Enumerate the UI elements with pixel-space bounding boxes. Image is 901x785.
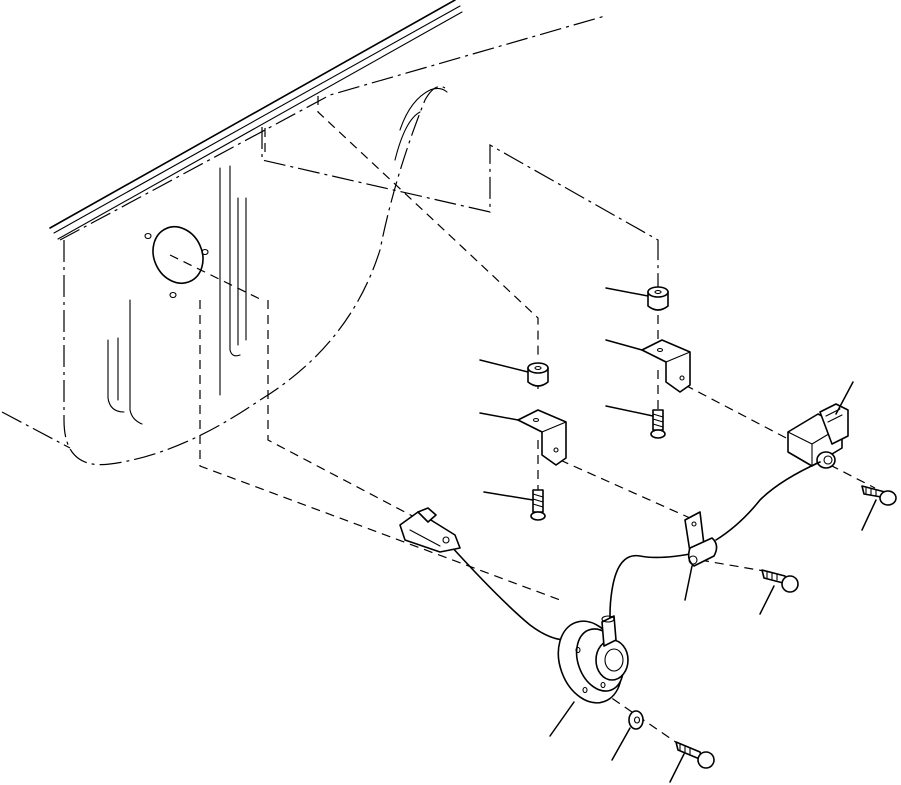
- wire-clip: [684, 511, 718, 567]
- leader-screw-upper: [605, 405, 654, 417]
- leader-bolt-switch: [861, 499, 877, 531]
- washer: [628, 710, 644, 730]
- bracket-lower: [517, 409, 567, 466]
- leader-sensor-flange: [549, 701, 575, 737]
- switch-module: [787, 403, 849, 469]
- screw-lower: [530, 489, 546, 521]
- mounting-panel: [1, 0, 659, 466]
- leader-spacer-lower: [479, 359, 529, 373]
- spacer-lower: [527, 362, 549, 387]
- leader-washer: [611, 727, 631, 761]
- wire-harness: [449, 461, 821, 641]
- leader-bracket-upper: [605, 339, 643, 351]
- callout-leaders: [479, 287, 877, 783]
- leader-bracket-lower: [479, 412, 519, 421]
- spacer-upper: [647, 286, 669, 311]
- leader-screw-lower: [483, 491, 534, 501]
- bolt-switch: [861, 485, 897, 506]
- sensor-flange: [557, 615, 629, 704]
- bolt-sensor: [675, 741, 715, 769]
- screw-upper: [650, 409, 666, 439]
- harness-plug: [399, 507, 461, 553]
- leader-switch-module: [835, 381, 854, 415]
- bolt-clip: [761, 569, 799, 593]
- leader-wire-clip: [684, 565, 693, 601]
- leader-bolt-sensor: [669, 753, 685, 783]
- leader-spacer-upper: [605, 287, 649, 297]
- sensor-mount-hole: [152, 226, 204, 284]
- bracket-upper: [641, 339, 691, 393]
- leader-bolt-clip: [759, 585, 775, 615]
